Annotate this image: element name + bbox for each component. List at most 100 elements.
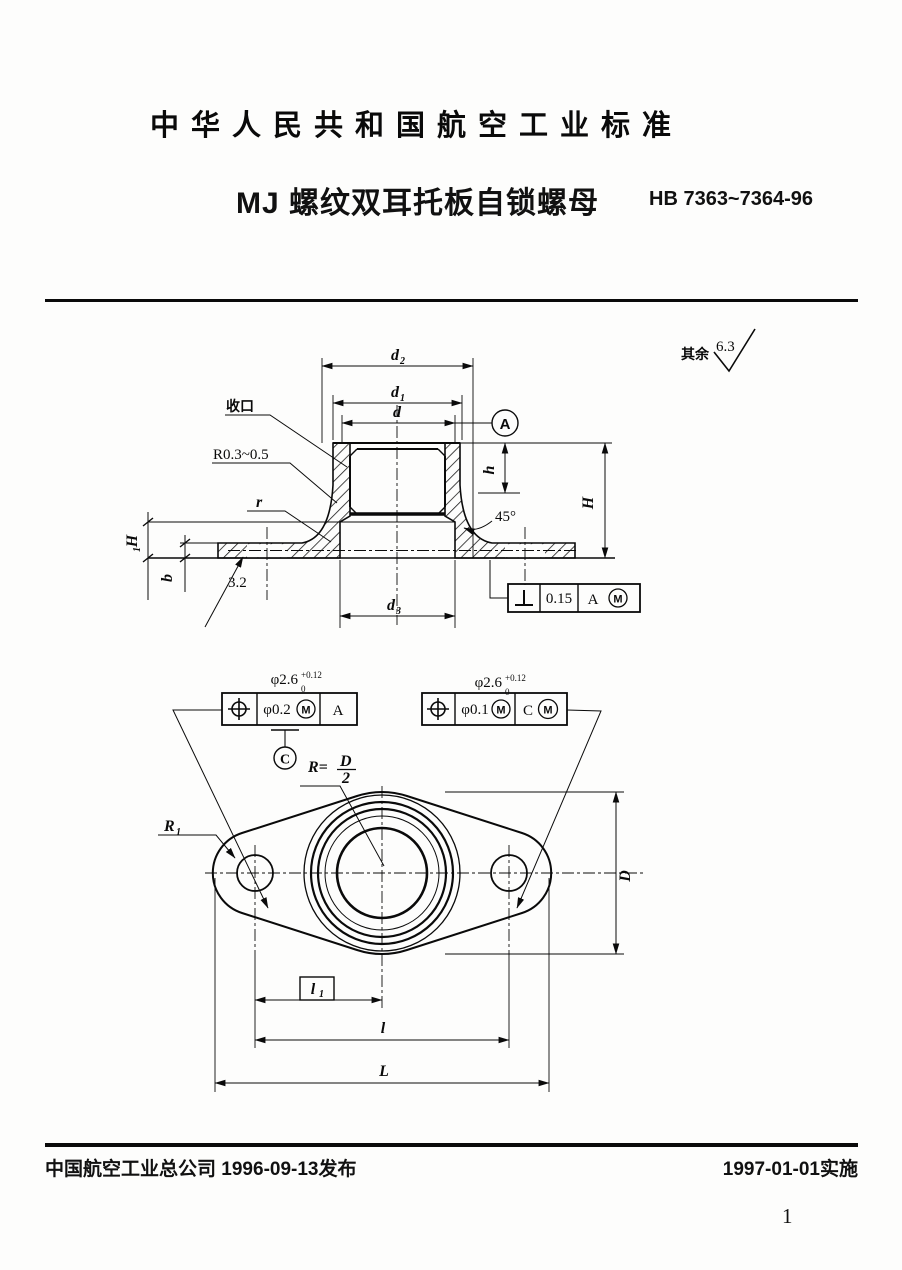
dim-d2-label: d [391,347,400,364]
R1-label: R [163,818,175,835]
callout-fillet-r: r [247,494,332,543]
standard-number: HB 7363~7364-96 [649,188,814,210]
dim-D: D [445,791,634,955]
header-divider [45,299,858,302]
fcf-left-modifier: M [301,705,310,717]
footer-impl-suffix: 实施 [819,1159,858,1180]
fcf-perp-tolerance: 0.15 [546,591,572,607]
dim-L: L [214,1063,550,1087]
position-icon [228,698,250,720]
footer-issue-suffix: 发布 [318,1159,357,1180]
dim-d3: d 3 [339,560,456,628]
dim-D-label: D [617,870,634,883]
dim-d3-label: d [387,597,396,614]
dim-d3-sub: 3 [395,606,401,617]
page-subtitle: MJ 螺纹双耳托板自锁螺母 [236,187,600,220]
dim-H1-sub: 1 [132,547,143,552]
radius-den: 2 [341,770,350,787]
dim-h: h [478,442,520,494]
chamfer-angle-label: 45° [495,509,516,525]
hole-dia-right-lower: 0 [505,687,510,697]
perpendicularity-icon [515,590,533,606]
datum-a-circle [491,409,519,437]
dim-d1-sub: 1 [400,393,405,404]
radius-eq-label: R= [307,759,328,776]
footer-issue-date: 1996-09-13 [221,1159,319,1180]
callout-45deg: 45° [463,509,516,535]
dim-h-label: h [481,465,498,474]
footer-implementation: 1997-01-01实施 [723,1154,858,1181]
footer-issuer: 中国航空工业总公司 [45,1159,217,1180]
datum-c-flag: C [271,729,299,770]
plan-centerlines [205,786,645,1008]
material-modifier-icon [608,588,628,608]
radius-num: D [339,753,352,770]
section-left-wall [217,442,351,559]
roughness-check-icon [713,328,756,373]
plan-view: φ2.6 +0.12 0 φ0.2 M A C φ2.6 [158,670,645,1092]
crimp-label: 收口 [226,398,254,414]
roughness-prefix: 其余 [681,346,710,362]
material-modifier-icon [296,699,316,719]
fcf-perp-modifier: M [613,594,622,606]
fcf-right-datum-modifier: M [543,705,552,717]
roughness-3-2: 3.2 [228,575,247,591]
callout-R1: R 1 [158,818,236,859]
fcf-perpendicularity: 0.15 A M [489,560,641,613]
callout-radius-eq: R= D 2 [300,753,385,867]
fcf-left-datum: A [333,703,344,719]
fillet-r-label: r [256,494,263,511]
dim-l1-label: l [311,981,316,998]
page-number: 1 [782,1204,793,1228]
fcf-left-tolerance: φ0.2 [263,702,290,718]
datum-c-label: C [280,753,290,768]
fcf-position-right: φ2.6 +0.12 0 φ0.1 M C M [421,673,602,909]
dim-d2-sub: 2 [399,356,405,367]
dim-L-label: L [378,1063,389,1080]
position-icon [427,698,449,720]
footer-issue: 中国航空工业总公司 1996-09-13发布 [45,1154,357,1181]
dim-d2: d 2 [321,347,474,558]
material-modifier-icon [537,698,559,720]
roughness-value: 6.3 [716,339,735,355]
hole-dia-left-lower: 0 [301,684,306,694]
fillet-range-label: R0.3~0.5 [213,447,269,463]
dim-H1-label: H [124,534,141,548]
dim-l-label: l [381,1020,386,1037]
section-centerlines [228,405,578,625]
dim-l1-sub: 1 [319,989,324,1000]
hole-dia-left: φ2.6 [271,672,299,688]
fcf-right-datum: C [523,703,533,719]
dim-d1: d 1 [332,384,463,440]
hole-dia-right: φ2.6 [475,675,503,691]
l1-reference-box [299,976,335,1001]
section-rivet-holes [247,527,545,600]
dim-d: d A [341,404,519,443]
hole-dia-right-upper: +0.12 [505,673,526,683]
footer-impl-date: 1997-01-01 [722,1159,820,1180]
dim-l: l [254,1020,510,1044]
dim-l1: l 1 [254,976,383,1004]
callout-fillet-range: R0.3~0.5 [212,447,338,504]
fcf-perp-datum: A [588,592,599,608]
callout-crimp: 收口 [225,398,348,468]
fcf-right-tolerance: φ0.1 [461,702,488,718]
R1-sub: 1 [176,827,181,838]
fcf-position-left: φ2.6 +0.12 0 φ0.2 M A [172,670,358,909]
fcf-right-modifier: M [496,705,505,717]
dim-d-label: d [393,404,402,421]
footer-divider [45,1143,858,1147]
dim-H1: H 1 [124,512,154,600]
callout-roughness: 3.2 [204,556,247,628]
dim-H-label: H [580,496,597,510]
dim-H: H [580,442,609,559]
material-modifier-icon [491,699,511,719]
general-roughness-note: 其余 6.3 [681,328,756,373]
page-title: 中华人民共和国航空工业标准 [150,110,684,142]
datum-a-label: A [500,416,511,433]
section-right-wall [444,442,576,559]
dim-d1-label: d [391,384,400,401]
section-view: d 2 d 1 d A 收口 R0.3~0.5 [124,347,641,628]
